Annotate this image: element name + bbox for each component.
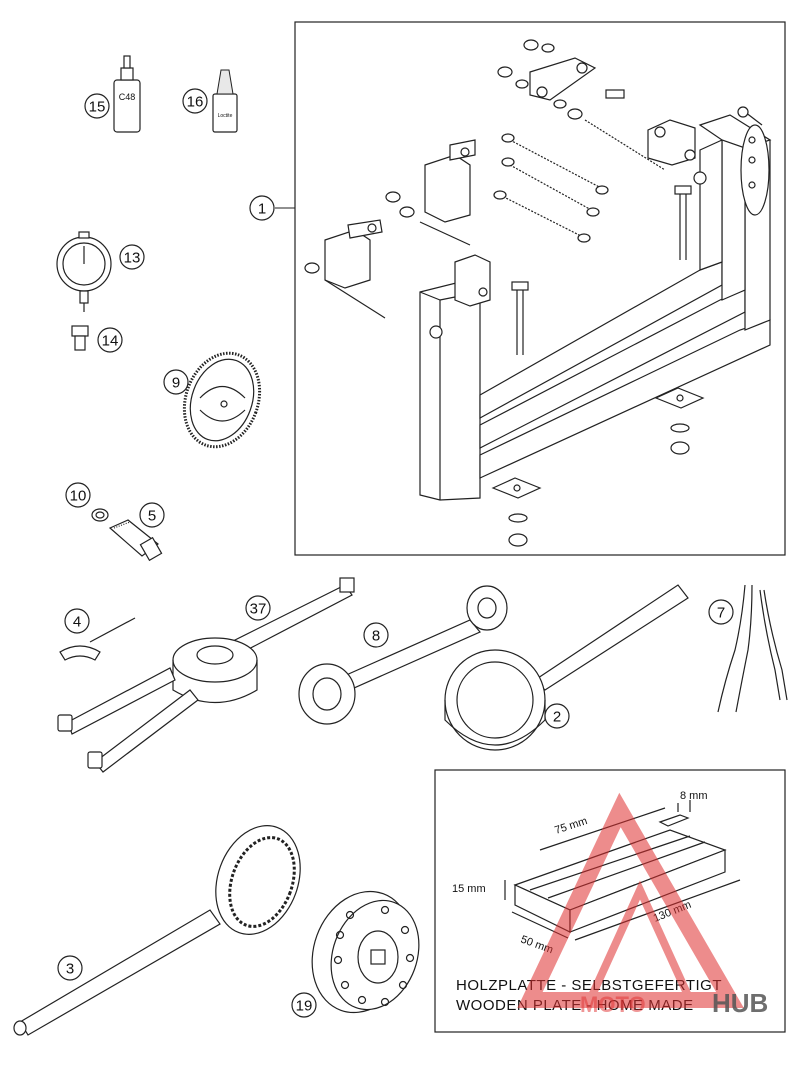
callout-3: 3	[57, 955, 83, 981]
callout-37-label: 37	[250, 601, 267, 618]
threadlocker-bottle-15: C48	[113, 55, 141, 133]
watermark-brand-right: HUB	[712, 988, 768, 1018]
flywheel-puller-19	[311, 890, 420, 1014]
callout-16-label: 16	[187, 94, 204, 111]
callout-4-label: 4	[73, 614, 81, 631]
callout-15-label: 15	[89, 99, 106, 116]
callout-15: 15	[84, 93, 110, 119]
callout-5: 5	[139, 502, 165, 528]
watermark-brand-left: MOTO	[580, 992, 646, 1017]
callout-5-label: 5	[148, 508, 156, 525]
bottle-15-label: C48	[119, 92, 136, 102]
callout-19-label: 19	[296, 998, 313, 1015]
callout-1: 1	[249, 195, 275, 221]
callout-3-label: 3	[66, 961, 74, 978]
dim-top-width: 8 mm	[680, 790, 708, 802]
degree-wheel-9	[182, 351, 262, 449]
threaded-adapter-5	[108, 519, 163, 562]
loctite-bottle-16: Loctite	[212, 69, 238, 133]
callout-10-label: 10	[70, 488, 87, 505]
callout-7-label: 7	[717, 605, 725, 622]
piston-ring-tool-4	[59, 617, 136, 661]
callout-13: 13	[119, 244, 145, 270]
callout-1-label: 1	[258, 201, 266, 218]
bottle-16-label: Loctite	[218, 113, 233, 119]
dim-height: 15 mm	[452, 883, 486, 895]
circlip-pliers-7	[717, 584, 788, 713]
watermark-logo	[517, 792, 744, 1008]
callout-10: 10	[65, 482, 91, 508]
flywheel-holder-3	[13, 825, 301, 1036]
callout-7: 7	[708, 599, 734, 625]
callout-9: 9	[163, 369, 189, 395]
gauge-adaptor-14	[71, 325, 89, 351]
callout-8: 8	[363, 622, 389, 648]
callout-37: 37	[245, 595, 271, 621]
pin-wrench-8	[298, 585, 508, 725]
callout-4: 4	[64, 608, 90, 634]
sleeve-10	[91, 508, 109, 522]
holding-tool-37	[57, 577, 355, 773]
callout-13-label: 13	[124, 250, 141, 267]
dim-length: 75 mm	[553, 815, 589, 837]
dial-gauge-13	[56, 231, 112, 312]
caption-german: HOLZPLATTE - SELBSTGEFERTIGT	[456, 977, 722, 994]
callout-2-label: 2	[553, 709, 561, 726]
callout-9-label: 9	[172, 375, 180, 392]
callout-14-label: 14	[102, 333, 119, 350]
engine-stand-frame-box	[294, 21, 786, 556]
engine-stand-drawing	[304, 39, 772, 547]
callout-8-label: 8	[372, 628, 380, 645]
callout-2: 2	[544, 703, 570, 729]
callout-14: 14	[97, 327, 123, 353]
clutch-holder-2	[444, 584, 689, 751]
callout-19: 19	[291, 992, 317, 1018]
wooden-plate-inset-box	[434, 769, 786, 1033]
callout-16: 16	[182, 88, 208, 114]
